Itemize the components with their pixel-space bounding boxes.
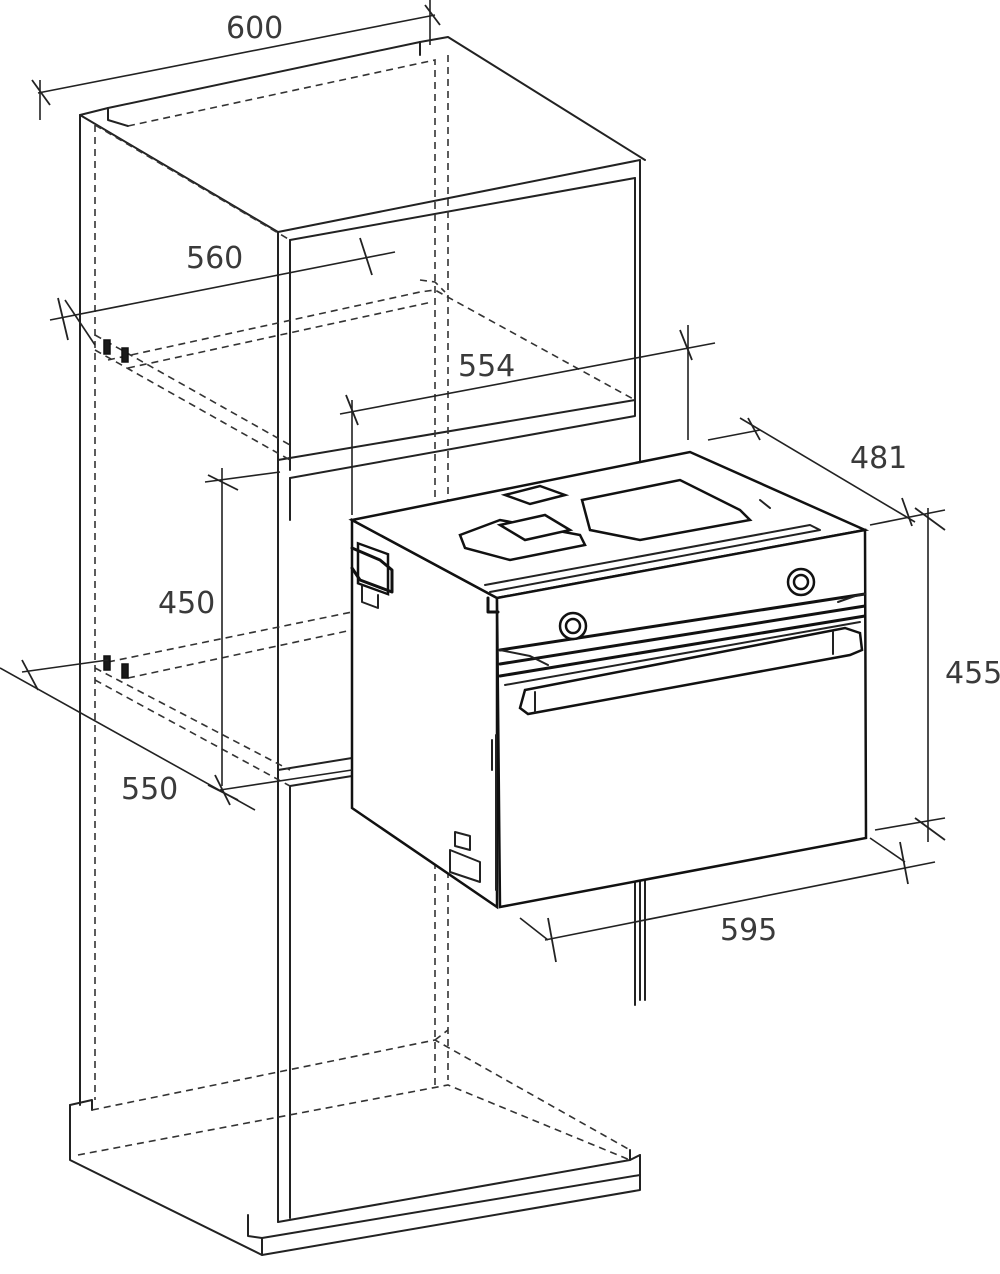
oven: [348, 450, 870, 910]
label-niche-width: 560: [186, 241, 243, 276]
label-niche-depth: 550: [121, 772, 178, 807]
label-oven-body-width: 554: [458, 349, 515, 384]
label-niche-height: 450: [158, 586, 215, 621]
dimension-lines: [0, 0, 946, 963]
shelf-pin-markers: [103, 339, 129, 679]
cabinet-outline: [69, 36, 646, 1256]
label-oven-depth: 481: [850, 441, 907, 476]
label-oven-front-width: 595: [720, 913, 777, 948]
label-oven-height: 455: [945, 656, 1000, 691]
dimension-labels: 600 560 554 481 455 450 550 595: [121, 11, 1000, 948]
label-cabinet-width: 600: [226, 11, 283, 46]
